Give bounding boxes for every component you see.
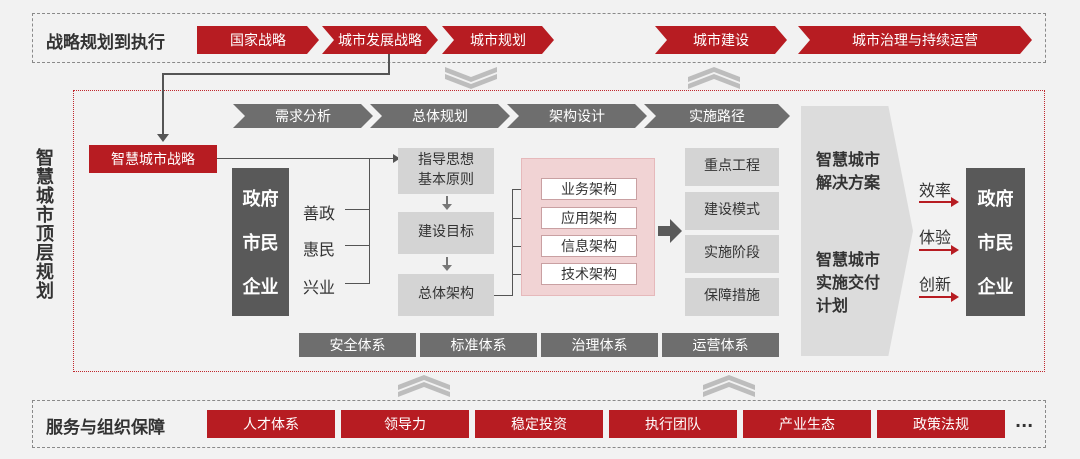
main-frame — [73, 90, 1045, 372]
connector-line — [345, 209, 369, 210]
outcome-arrow — [919, 296, 953, 298]
stakeholder-enterprises: 企业 — [242, 277, 279, 298]
stakeholders-right: 政府 市民 企业 — [966, 168, 1025, 316]
connector-line — [217, 158, 369, 159]
support-leadership: 领导力 — [341, 410, 469, 438]
construction-mode-box: 建设模式 — [685, 192, 779, 230]
delivery-plan-text: 智慧城市 实施交付 计划 — [816, 250, 881, 316]
goal-benefit-people: 惠民 — [303, 240, 336, 259]
bottom-band-title: 服务与组织保障 — [46, 418, 165, 438]
safeguard-measures-box: 保障措施 — [685, 278, 779, 316]
down-arrow-icon — [442, 196, 452, 210]
chevron-national-strategy: 国家战略 — [197, 26, 319, 54]
right-arrow-icon — [658, 219, 682, 243]
construction-goals-box: 建设目标 — [398, 212, 494, 254]
outcome-innovation: 创新 — [919, 275, 952, 294]
chevron-city-development-strategy: 城市发展战略 — [322, 26, 438, 54]
support-investment: 稳定投资 — [475, 410, 603, 438]
double-down-arrow-icon — [445, 67, 497, 89]
phase-implementation-path: 实施路径 — [644, 104, 790, 128]
connector-line — [369, 158, 397, 159]
connector-line — [345, 283, 369, 284]
stakeholder-government: 政府 — [977, 189, 1014, 210]
business-architecture-box: 业务架构 — [541, 178, 637, 200]
application-architecture-box: 应用架构 — [541, 207, 637, 229]
smart-city-strategy-box: 智慧城市战略 — [89, 145, 217, 173]
solution-text: 智慧城市 解决方案 — [816, 150, 881, 193]
goal-good-governance: 善政 — [303, 204, 336, 223]
connector-line — [345, 245, 369, 246]
connector-line — [512, 189, 513, 296]
support-industry-ecosystem: 产业生态 — [743, 410, 871, 438]
top-band-title: 战略规划到执行 — [46, 33, 165, 53]
guiding-principles-box: 指导思想 基本原则 — [398, 148, 494, 194]
goal-industry: 兴业 — [303, 278, 336, 297]
support-policy-regulation: 政策法规 — [877, 410, 1005, 438]
down-arrow-icon — [442, 257, 452, 271]
overall-architecture-box: 总体架构 — [398, 274, 494, 316]
chevron-city-planning: 城市规划 — [442, 26, 554, 54]
stakeholder-citizens: 市民 — [977, 233, 1014, 254]
support-talent: 人才体系 — [207, 410, 335, 438]
stakeholder-government: 政府 — [242, 189, 279, 210]
outcome-arrow — [919, 201, 953, 203]
outcome-experience: 体验 — [919, 228, 952, 247]
system-security: 安全体系 — [299, 333, 416, 357]
chevron-city-construction: 城市建设 — [655, 26, 787, 54]
system-operations: 运营体系 — [662, 333, 779, 357]
support-execution-team: 执行团队 — [609, 410, 737, 438]
stakeholder-citizens: 市民 — [242, 233, 279, 254]
phase-requirements: 需求分析 — [233, 104, 373, 128]
down-arrow-icon — [157, 134, 169, 142]
right-arrow-icon — [951, 197, 959, 207]
phase-architecture-design: 架构设计 — [507, 104, 647, 128]
connector-line — [388, 54, 390, 74]
solution-arrow — [801, 106, 913, 356]
right-arrow-icon — [951, 292, 959, 302]
key-projects-box: 重点工程 — [685, 148, 779, 186]
connector-line — [369, 158, 370, 284]
connector-line — [494, 295, 512, 296]
top-band — [32, 13, 1046, 63]
side-title: 智慧城市顶层规划 — [33, 148, 54, 300]
stakeholder-enterprises: 企业 — [977, 277, 1014, 298]
right-arrow-icon — [393, 154, 400, 163]
bottom-band — [32, 400, 1046, 448]
implementation-stage-box: 实施阶段 — [685, 235, 779, 273]
chevron-city-governance-operation: 城市治理与持续运营 — [798, 26, 1032, 54]
double-up-arrow-icon — [703, 375, 755, 397]
connector-line — [162, 73, 164, 136]
double-up-arrow-icon — [398, 375, 450, 397]
system-standards: 标准体系 — [420, 333, 537, 357]
more-indicator: ... — [1015, 412, 1034, 431]
phase-overall-planning: 总体规划 — [370, 104, 510, 128]
connector-line — [162, 73, 390, 75]
double-up-arrow-icon — [688, 67, 740, 89]
right-arrow-icon — [951, 245, 959, 255]
outcome-efficiency: 效率 — [919, 181, 952, 200]
information-architecture-box: 信息架构 — [541, 235, 637, 257]
system-governance: 治理体系 — [541, 333, 658, 357]
stakeholders-left: 政府 市民 企业 — [232, 168, 289, 316]
technical-architecture-box: 技术架构 — [541, 263, 637, 285]
outcome-arrow — [919, 249, 953, 251]
